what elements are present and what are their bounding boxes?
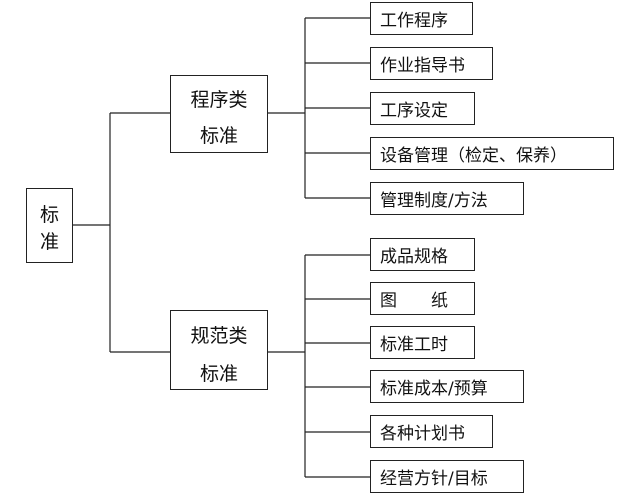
leaf-label: 成品规格: [380, 247, 448, 267]
group-2-label-line-2: 标准: [199, 363, 238, 385]
leaf-label: 设备管理（检定、保养）: [380, 146, 567, 166]
leaf-label: 各种计划书: [380, 424, 465, 444]
leaf-process-setting: 工序设定: [370, 92, 475, 125]
leaf-work-procedure: 工作程序: [370, 2, 473, 35]
group-node-procedural: 程序类 标准: [170, 75, 268, 153]
leaf-label: 经营方针/目标: [380, 469, 488, 489]
group-1-label-line-1: 程序类: [190, 89, 248, 111]
leaf-drawings: 图 纸: [370, 282, 475, 315]
leaf-equipment-management: 设备管理（检定、保养）: [370, 137, 614, 170]
group-node-normative: 规范类 标准: [170, 310, 268, 390]
leaf-label: 管理制度/方法: [380, 191, 488, 211]
root-node: 标 准: [26, 188, 73, 263]
leaf-business-policy-goals: 经营方针/目标: [370, 460, 524, 493]
leaf-label: 标准成本/预算: [380, 379, 488, 399]
leaf-plans: 各种计划书: [370, 415, 493, 448]
root-label-line-1: 标: [39, 204, 59, 226]
leaf-management-system: 管理制度/方法: [370, 182, 524, 215]
leaf-product-spec: 成品规格: [370, 238, 475, 271]
group-1-label-line-2: 标准: [199, 125, 238, 147]
leaf-label: 工作程序: [380, 11, 448, 31]
leaf-standard-hours: 标准工时: [370, 326, 475, 359]
leaf-label: 作业指导书: [380, 56, 465, 76]
leaf-label: 图 纸: [380, 291, 448, 311]
leaf-work-instruction: 作业指导书: [370, 47, 493, 80]
group-2-label-line-1: 规范类: [190, 325, 248, 347]
leaf-standard-cost-budget: 标准成本/预算: [370, 370, 524, 403]
leaf-label: 标准工时: [380, 335, 448, 355]
root-label-line-2: 准: [39, 231, 59, 253]
leaf-label: 工序设定: [380, 101, 448, 121]
